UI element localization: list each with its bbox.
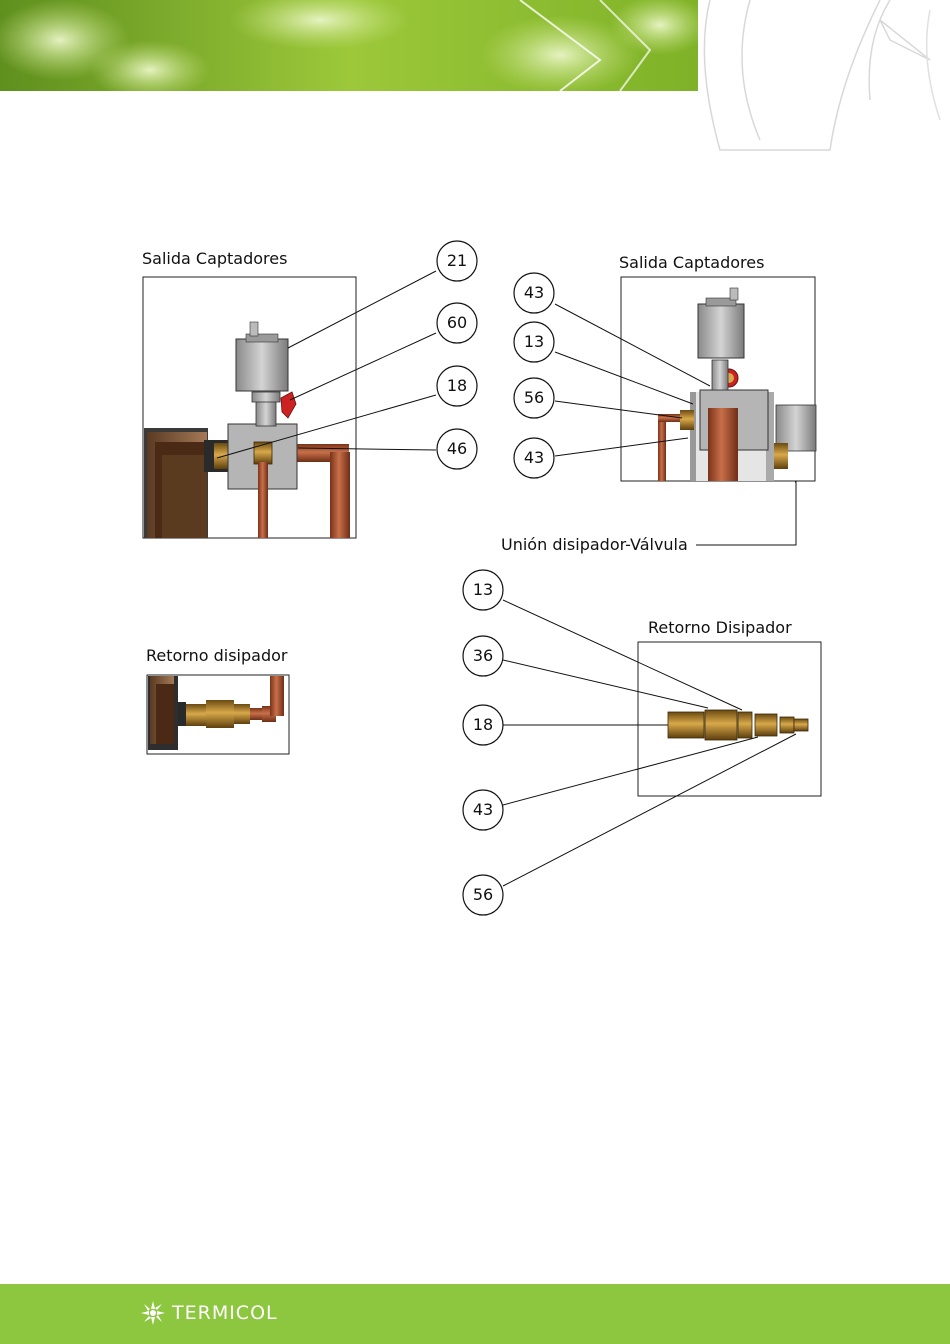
header-banner [0, 0, 698, 91]
callout-retorno-43: 43 [462, 789, 504, 831]
caption-salida-right: Salida Captadores [619, 253, 764, 272]
union-label: Unión disipador-Válvula [501, 535, 688, 554]
callout-18: 18 [436, 365, 478, 407]
callout-13: 13 [513, 321, 555, 363]
caption-retorno-right: Retorno Disipador [648, 618, 792, 637]
callout-56: 56 [513, 377, 555, 419]
callout-retorno-56: 56 [462, 874, 504, 916]
callout-43-bottom: 43 [513, 437, 555, 479]
view-retorno-right [503, 600, 821, 886]
view-salida-left [143, 271, 436, 538]
view-salida-right [555, 277, 816, 545]
caption-retorno-left: Retorno disipador [146, 646, 287, 665]
caption-salida-left: Salida Captadores [142, 249, 287, 268]
footer-brand: TERMICOL [172, 1302, 278, 1324]
view-retorno-left [147, 675, 289, 754]
callout-60: 60 [436, 302, 478, 344]
callout-retorno-18: 18 [462, 704, 504, 746]
callout-retorno-36: 36 [462, 635, 504, 677]
footer-logo: TERMICOL [140, 1298, 278, 1328]
callout-retorno-13: 13 [462, 569, 504, 611]
header-decoration [690, 0, 950, 160]
sun-logo-icon [140, 1300, 166, 1326]
callout-21: 21 [436, 240, 478, 282]
callout-46: 46 [436, 428, 478, 470]
callout-43-top: 43 [513, 272, 555, 314]
